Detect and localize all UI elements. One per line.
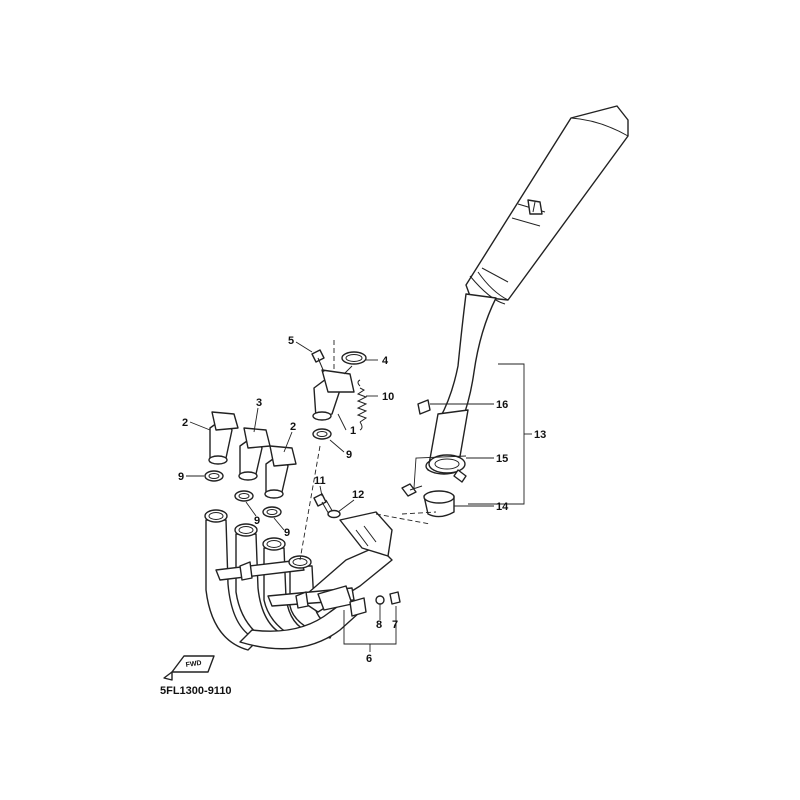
callout-1: 1	[350, 425, 356, 437]
gasket-9-a	[204, 470, 224, 482]
bolt-15	[401, 483, 423, 497]
leader-lines	[186, 340, 532, 652]
nut-16	[417, 399, 431, 415]
callout-4: 4	[382, 355, 389, 367]
washer-12	[327, 509, 341, 519]
exhaust-joint-2-right	[264, 445, 297, 499]
callout-5: 5	[288, 335, 294, 347]
callout-9-d: 9	[346, 449, 352, 461]
exhaust-header-assembly	[204, 509, 393, 651]
fwd-label: FWD	[185, 660, 202, 669]
callout-2-left: 2	[182, 417, 188, 429]
callout-labels: 1 2 2 3 4 5 6 7 8 9 9 9 9 10 11 12 13 14…	[178, 335, 546, 665]
callout-2-right: 2	[290, 421, 296, 433]
callout-14: 14	[496, 501, 509, 513]
exhaust-joint-3	[238, 427, 271, 481]
gasket-9-d	[312, 428, 332, 440]
callout-10: 10	[382, 391, 394, 403]
link-pipe	[425, 293, 497, 475]
callout-9-a: 9	[178, 471, 184, 483]
drawing-code: 5FL1300-9110	[160, 685, 232, 697]
spring-10	[356, 379, 368, 431]
bolt-7	[389, 591, 401, 605]
gasket-9-b	[234, 490, 254, 502]
callout-16: 16	[496, 399, 508, 411]
gasket-4	[341, 351, 367, 365]
callout-13: 13	[534, 429, 546, 441]
callout-3: 3	[256, 397, 262, 409]
front-direction-marker: FWD	[163, 655, 215, 681]
nut-8	[375, 595, 385, 605]
gasket-9-c	[262, 506, 282, 518]
callout-9-b: 9	[254, 515, 260, 527]
muffler	[465, 105, 629, 305]
callout-9-c: 9	[284, 527, 290, 539]
callout-6: 6	[366, 653, 372, 665]
exhaust-joint-1	[312, 365, 355, 421]
callout-15: 15	[496, 453, 508, 465]
exhaust-joint-2-left	[208, 411, 239, 465]
bolt-5	[311, 349, 325, 373]
clamp-band	[428, 454, 467, 483]
callout-7: 7	[392, 619, 398, 631]
callout-8: 8	[376, 619, 382, 631]
callout-12: 12	[352, 489, 364, 501]
gasket-14	[423, 490, 455, 518]
callout-11: 11	[314, 475, 326, 487]
